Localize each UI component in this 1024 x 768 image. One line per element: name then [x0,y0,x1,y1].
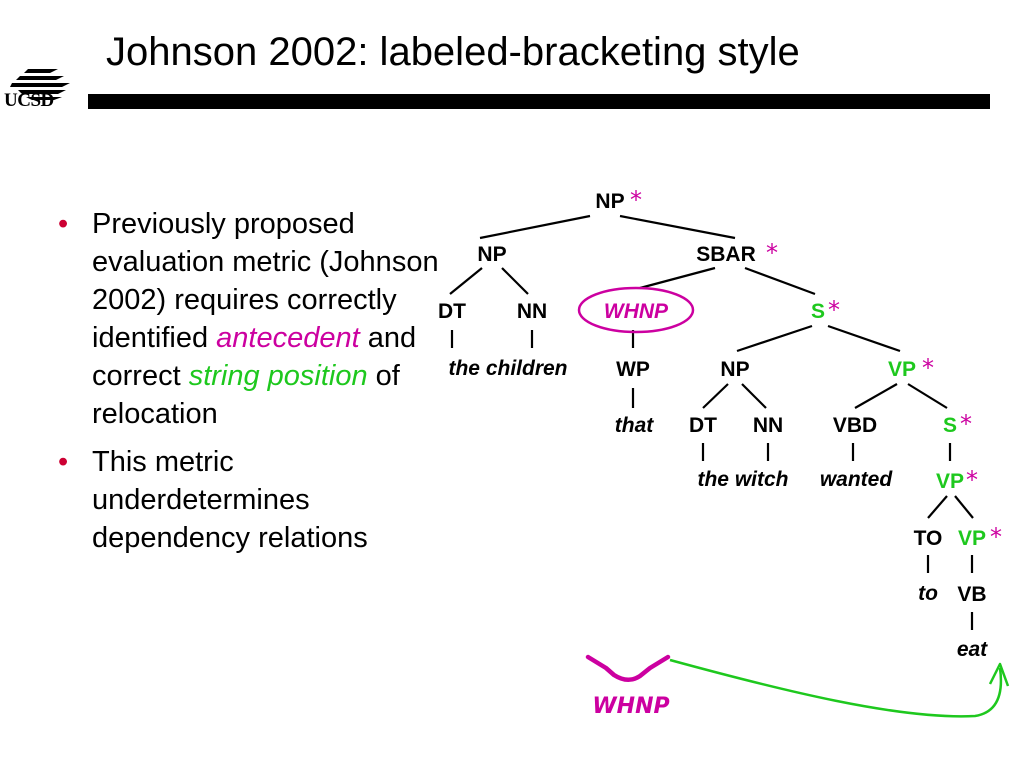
branch [907,383,948,409]
word-eat: eat [957,638,988,661]
branch [854,383,898,409]
node-nn: NN [517,300,547,323]
node-dt: DT [438,300,466,323]
node-wp: WP [616,358,650,381]
node-to: TO [914,527,943,550]
node-nn-witch: NN [753,414,783,437]
ucsd-logo-icon [10,69,70,100]
node-whnp: WHNP [604,300,669,323]
node-s: S [811,300,825,323]
bullet-1-antecedent: antecedent [216,322,360,354]
star-marker: * [990,523,1002,551]
branch [744,266,816,296]
word-the-witch: the witch [697,468,788,491]
bullet-1-string-position: string position [188,360,368,392]
gap-label-whnp: WHNP [592,694,669,719]
node-vb: VB [957,583,986,606]
node-np: NP [477,243,506,266]
gap-bracket-icon [585,654,671,682]
branch [954,495,974,519]
bullet-2-text: This metric underdetermines dependency r… [92,446,368,554]
node-vbd: VBD [833,414,877,437]
whnp-highlight-ellipse [577,286,695,334]
node-vp: VP [888,358,916,381]
node-dt-witch: DT [689,414,717,437]
arrow-head-icon [988,662,1010,687]
bullet-list: • Previously proposed evaluation metric … [56,205,456,567]
node-s-inner: S [943,414,957,437]
star-marker: * [922,354,934,382]
branch [449,267,483,295]
bullet-1-text-c: of relocation [92,360,400,430]
node-sbar: SBAR [696,243,756,266]
branch [501,267,529,295]
title-underline-bar [88,94,990,109]
word-wanted: wanted [820,468,894,491]
bullet-1-text-a: Previously proposed evaluation metric (J… [92,208,439,354]
star-marker: * [960,410,972,438]
branch [619,214,736,240]
branch [827,324,901,353]
branch [479,214,591,240]
bullet-dot-icon: • [58,208,69,240]
branch [639,266,716,290]
slide-title: Johnson 2002: labeled-bracketing style [106,30,800,74]
node-vp-inner: VP [936,470,964,493]
logo-text: UCSD [4,90,54,111]
word-the-children: the children [448,357,567,380]
bullet-1-text-b: and correct [92,322,417,392]
node-np-root: NP [595,190,624,213]
bullet-item-2: • This metric underdetermines dependency… [56,443,456,557]
branch [736,324,813,353]
node-vp-innermost: VP [958,527,986,550]
word-to: to [918,582,938,605]
branch [927,495,948,519]
star-marker: * [966,466,978,494]
branch [702,383,729,409]
relocation-arrow [669,658,1003,718]
branch [741,383,767,409]
star-marker: * [828,296,840,324]
word-that: that [615,414,655,437]
star-marker: * [630,186,642,214]
bullet-dot-icon: • [58,446,69,478]
bullet-item-1: • Previously proposed evaluation metric … [56,205,456,433]
node-np-rel: NP [720,358,749,381]
star-marker: * [766,239,778,267]
tree-branches [449,214,974,630]
